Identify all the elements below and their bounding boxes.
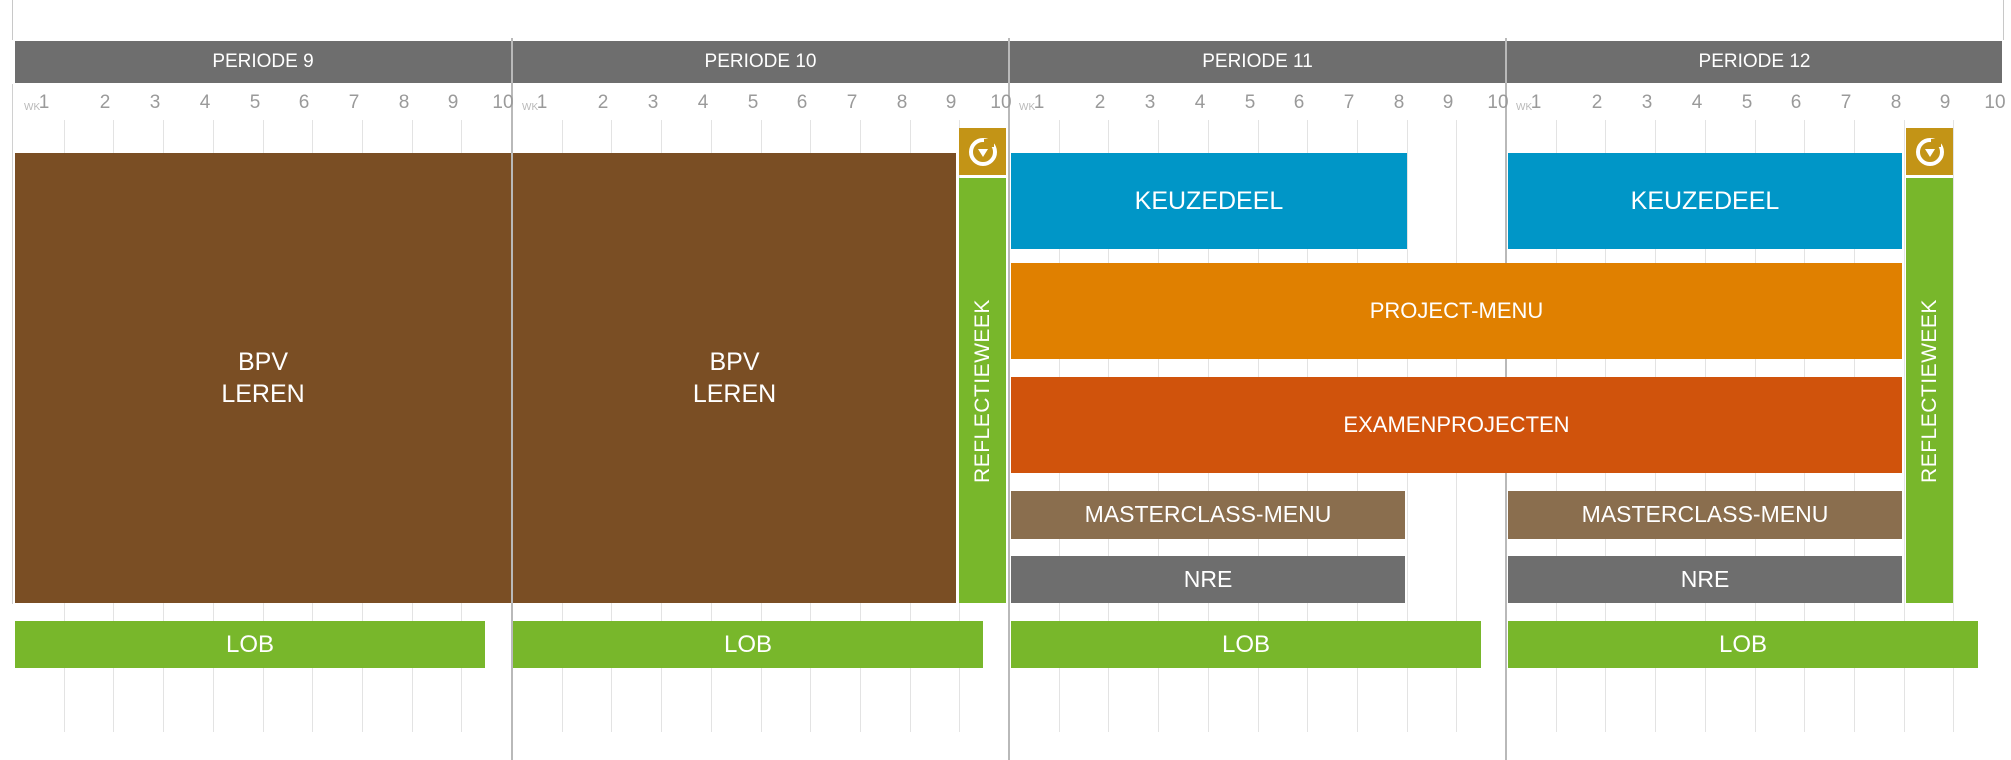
- nre-block: NRE: [1011, 556, 1405, 603]
- week-number: 9: [945, 92, 957, 113]
- period-header-10: PERIODE 10: [513, 41, 1008, 83]
- week-number: 6: [796, 92, 808, 113]
- week-number: 7: [348, 92, 360, 113]
- week-prefix: WK: [1019, 102, 1036, 113]
- week-number: 6: [298, 92, 310, 113]
- period-header-11: PERIODE 11: [1010, 41, 1505, 83]
- lob-block: LOB: [15, 621, 485, 668]
- week-number: 4: [199, 92, 211, 113]
- week-number: 4: [1691, 92, 1703, 113]
- period-label: PERIODE 11: [1202, 51, 1313, 72]
- reflectieweek-label: REFLECTIEWEEK: [970, 298, 994, 483]
- week-number: 10: [492, 92, 514, 113]
- reflectieweek-label: REFLECTIEWEEK: [1917, 298, 1941, 483]
- week-gridline: [1904, 120, 1905, 732]
- week-number: 3: [1641, 92, 1653, 113]
- keuzedeel-block: KEUZEDEEL: [1011, 153, 1407, 249]
- week-number: 10: [1984, 92, 2006, 113]
- period-separator: [12, 84, 13, 604]
- project-menu-block: PROJECT-MENU: [1011, 263, 1902, 359]
- examenprojecten-block: EXAMENPROJECTEN: [1011, 377, 1902, 473]
- reflectieweek-block: REFLECTIEWEEK: [959, 178, 1006, 603]
- week-number: 1: [1530, 92, 1542, 113]
- period-separator: [2003, 0, 2004, 40]
- week-number: 3: [149, 92, 161, 113]
- week-prefix: WK: [522, 102, 539, 113]
- week-prefix: WK: [1516, 102, 1533, 113]
- week-number: 7: [1343, 92, 1355, 113]
- bpv-leren-block: BPV LEREN: [513, 153, 956, 603]
- masterclass-menu-block: MASTERCLASS-MENU: [1011, 491, 1405, 539]
- week-number: 1: [1033, 92, 1045, 113]
- week-number: 8: [398, 92, 410, 113]
- week-number: 9: [1442, 92, 1454, 113]
- week-gridline: [1953, 120, 1954, 732]
- week-number: 4: [697, 92, 709, 113]
- period-label: PERIODE 9: [212, 51, 314, 72]
- nre-block: NRE: [1508, 556, 1902, 603]
- week-number: 7: [1840, 92, 1852, 113]
- week-number: 2: [1094, 92, 1106, 113]
- period-label: PERIODE 12: [1698, 51, 1811, 72]
- period-header-9: PERIODE 9: [15, 41, 511, 83]
- week-number: 5: [1244, 92, 1256, 113]
- week-number: 6: [1790, 92, 1802, 113]
- week-number: 2: [1591, 92, 1603, 113]
- lob-block: LOB: [1011, 621, 1481, 668]
- week-number: 9: [447, 92, 459, 113]
- week-number: 5: [1741, 92, 1753, 113]
- return-arrow-icon: [1906, 128, 1953, 175]
- masterclass-menu-block: MASTERCLASS-MENU: [1508, 491, 1902, 539]
- week-number: 2: [597, 92, 609, 113]
- week-prefix: WK: [24, 102, 41, 113]
- week-number: 1: [38, 92, 50, 113]
- return-arrow-icon: [959, 128, 1006, 175]
- week-number: 4: [1194, 92, 1206, 113]
- lob-block: LOB: [513, 621, 983, 668]
- week-number: 3: [647, 92, 659, 113]
- week-number: 8: [896, 92, 908, 113]
- week-number: 7: [846, 92, 858, 113]
- lob-block: LOB: [1508, 621, 1978, 668]
- week-number: 10: [1487, 92, 1509, 113]
- bpv-leren-block: BPV LEREN: [15, 153, 511, 603]
- reflectieweek-block: REFLECTIEWEEK: [1906, 178, 1953, 603]
- week-number: 8: [1890, 92, 1902, 113]
- week-number: 5: [249, 92, 261, 113]
- period-header-12: PERIODE 12: [1507, 41, 2002, 83]
- week-number: 9: [1939, 92, 1951, 113]
- keuzedeel-block: KEUZEDEEL: [1508, 153, 1902, 249]
- week-number: 6: [1293, 92, 1305, 113]
- week-number: 3: [1144, 92, 1156, 113]
- week-number: 8: [1393, 92, 1405, 113]
- period-label: PERIODE 10: [704, 51, 817, 72]
- period-separator: [1008, 38, 1010, 760]
- period-separator: [511, 38, 513, 760]
- period-separator: [12, 0, 13, 40]
- week-number: 10: [990, 92, 1012, 113]
- week-number: 1: [536, 92, 548, 113]
- week-number: 5: [747, 92, 759, 113]
- week-number: 2: [99, 92, 111, 113]
